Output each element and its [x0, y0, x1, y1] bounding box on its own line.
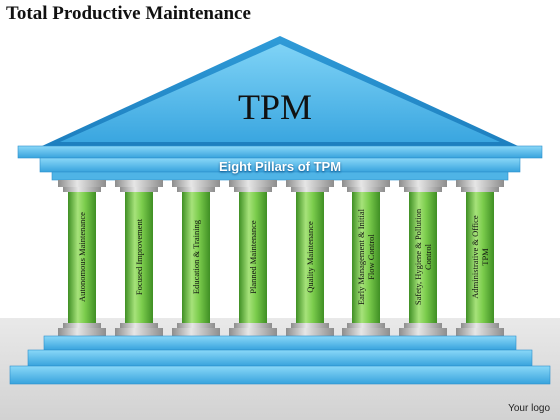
temple-entablature	[17, 145, 543, 181]
pillar-6	[342, 180, 390, 336]
pillar-label-line: Quality Maintenance	[305, 221, 315, 293]
pillar-label-line: Early Management & Initial	[356, 208, 366, 306]
temple-roof	[42, 36, 518, 146]
pillar-2	[115, 180, 163, 336]
pillar-5	[286, 180, 334, 336]
pillar-label-line: TPM	[480, 248, 490, 266]
pillar-label-2: Focused Improvement	[134, 201, 144, 313]
pillars-subtitle: Eight Pillars of TPM	[218, 159, 342, 174]
pillar-4	[229, 180, 277, 336]
pillar-label-line: Safety, Hygiene & Pollution	[413, 208, 423, 306]
roof-label: TPM	[237, 87, 313, 127]
pillar-label-line: Control	[423, 244, 433, 270]
pillars-group	[58, 180, 504, 336]
logo-placeholder: Your logo	[508, 403, 550, 414]
pillar-8	[456, 180, 504, 336]
pillar-label-8: Administrative & Office TPM	[470, 201, 490, 313]
pillar-label-line: Planned Maintenance	[248, 220, 258, 294]
temple-steps	[9, 335, 551, 385]
pillar-label-line: Administrative & Office	[470, 215, 480, 299]
slide-title: Total Productive Maintenance	[6, 3, 251, 24]
pillar-1	[58, 180, 106, 336]
pillar-label-line: Autonomous Maintenance	[77, 212, 87, 302]
pillar-label-5: Quality Maintenance	[305, 201, 315, 313]
pillar-label-6: Early Management & Initial Flow Control	[356, 201, 376, 313]
pillar-label-3: Education & Training	[191, 201, 201, 313]
pillar-label-line: Flow Control	[366, 234, 376, 280]
pillar-7	[399, 180, 447, 336]
pillar-label-7: Safety, Hygiene & Pollution Control	[413, 201, 433, 313]
pillar-3	[172, 180, 220, 336]
pillar-label-line: Focused Improvement	[134, 218, 144, 296]
pillar-label-1: Autonomous Maintenance	[77, 201, 87, 313]
pillar-label-4: Planned Maintenance	[248, 201, 258, 313]
pillar-label-line: Education & Training	[191, 219, 201, 295]
